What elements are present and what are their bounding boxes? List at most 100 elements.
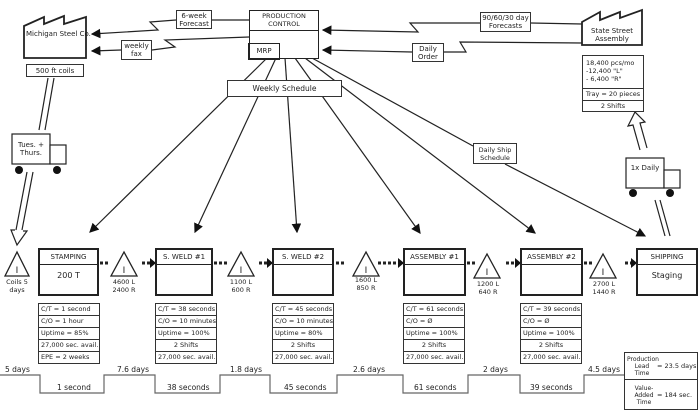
inventory-icon [226, 250, 256, 277]
svg-text:I: I [365, 266, 368, 276]
lead-time-label: Production Lead Time [627, 355, 659, 377]
data-row: 2 Shifts [156, 340, 216, 352]
inventory-icon [3, 250, 31, 277]
daily-ship-schedule-label: Daily Ship Schedule [473, 143, 517, 164]
data-row: 27,000 sec. avail. [156, 352, 216, 364]
data-row: Uptime = 100% [156, 328, 216, 340]
process-body [405, 265, 464, 271]
outbound-truck-label: 1x Daily [630, 164, 660, 172]
process-assembly-1: ASSEMBLY #1 [403, 248, 466, 296]
customer-name: State Street Assembly [590, 27, 634, 43]
data-row: C/T = 1 second [39, 304, 99, 316]
data-row: C/O = 1 hour [39, 316, 99, 328]
value-added-value: = 184 sec. [657, 391, 693, 399]
process-name: S. WELD #1 [157, 250, 211, 265]
customer-factory-icon [581, 8, 643, 46]
process-body [157, 265, 211, 271]
data-row: 2 Shifts [273, 340, 333, 352]
data-row: C/O = Ø [404, 316, 464, 328]
data-row: 2 Shifts [404, 340, 464, 352]
supplier-note: 500 ft coils [26, 64, 84, 77]
svg-text:I: I [16, 266, 19, 276]
process-time: 61 seconds [414, 383, 457, 392]
inventory-label: 1600 L 850 R [354, 276, 378, 292]
inventory-triangles [3, 250, 618, 279]
svg-text:I: I [486, 268, 489, 278]
process-time: 45 seconds [284, 383, 327, 392]
forecasts-label: 90/60/30 day Forecasts [480, 12, 531, 32]
data-row: C/O = 10 minutes [273, 316, 333, 328]
data-row: 27,000 sec. avail. [273, 352, 333, 364]
data-row: C/T = 45 seconds [273, 304, 333, 316]
inventory-label: Coils 5 days [6, 278, 28, 294]
customer-tray: Tray = 20 pieces [583, 89, 643, 101]
wait-time: 2.6 days [353, 365, 386, 374]
customer-demand: - 6,400 "R" [586, 75, 622, 83]
inventory-label: 2700 L 1440 R [592, 280, 616, 296]
data-row: 27,000 sec. avail. [404, 352, 464, 364]
data-row: 27,000 sec. avail. [521, 352, 581, 364]
data-row: C/T = 61 seconds [404, 304, 464, 316]
process-assembly-2: ASSEMBLY #2 [520, 248, 583, 296]
inventory-icon [351, 250, 381, 277]
inventory-icon [109, 250, 139, 277]
weekly-schedule-label: Weekly Schedule [227, 80, 342, 97]
data-row: 2 Shifts [521, 340, 581, 352]
inventory-icon [472, 252, 502, 279]
wait-time: 4.5 days [588, 365, 621, 374]
process-name: S. WELD #2 [274, 250, 332, 265]
process-body: 200 T [57, 271, 80, 280]
data-row: Uptime = 100% [521, 328, 581, 340]
data-row: C/T = 39 seconds [521, 304, 581, 316]
process-s-weld-1: S. WELD #1 [155, 248, 213, 296]
inbound-truck-label: Tues. + Thurs. [18, 141, 44, 157]
process-body [274, 265, 332, 271]
svg-text:I: I [240, 266, 243, 276]
timeline-ladder [0, 374, 625, 394]
process-name: ASSEMBLY #2 [522, 250, 581, 265]
inventory-icon [588, 252, 618, 279]
process-name: SHIPPING [638, 250, 696, 265]
svg-text:I: I [123, 266, 126, 276]
inventory-label: 4600 L 2400 R [112, 278, 136, 294]
customer-demand: 18,400 pcs/mo [586, 59, 635, 67]
wait-time: 7.6 days [117, 365, 150, 374]
data-row: C/O = Ø [521, 316, 581, 328]
daily-order-label: Daily Order [412, 43, 444, 62]
wait-time: 5 days [5, 365, 30, 374]
inventory-label: 1200 L 640 R [476, 280, 500, 296]
lead-time-value: = 23.5 days [657, 362, 697, 370]
process-body [522, 265, 581, 271]
process-time: 38 seconds [167, 383, 210, 392]
production-control-title: PRODUCTION CONTROL [250, 11, 318, 31]
data-row: Uptime = 100% [404, 328, 464, 340]
wait-time: 2 days [483, 365, 508, 374]
wait-time: 1.8 days [230, 365, 263, 374]
weekly-fax-label: weekly fax [121, 40, 152, 60]
process-stamping: STAMPING 200 T [38, 248, 99, 296]
data-row: Uptime = 80% [273, 328, 333, 340]
mrp-box: MRP [248, 43, 280, 60]
process-name: STAMPING [40, 250, 97, 265]
data-row: Uptime = 85% [39, 328, 99, 340]
customer-data-box: 18,400 pcs/mo -12,400 "L" - 6,400 "R" Tr… [582, 55, 644, 112]
inventory-label: 1100 L 600 R [229, 278, 253, 294]
process-time: 39 seconds [530, 383, 573, 392]
svg-text:I: I [602, 268, 605, 278]
process-time: 1 second [57, 383, 91, 392]
value-added-label: Value-Added Time [634, 384, 654, 406]
customer-shifts: 2 Shifts [600, 102, 626, 110]
supplier-name: Michigan Steel Co. [26, 30, 91, 38]
data-row: C/O = 10 minutes [156, 316, 216, 328]
six-week-forecast-label: 6-week Forecast [176, 10, 212, 29]
process-body: Staging [651, 271, 683, 280]
process-s-weld-2: S. WELD #2 [272, 248, 334, 296]
process-name: ASSEMBLY #1 [405, 250, 464, 265]
customer-demand: -12,400 "L" [586, 67, 623, 75]
